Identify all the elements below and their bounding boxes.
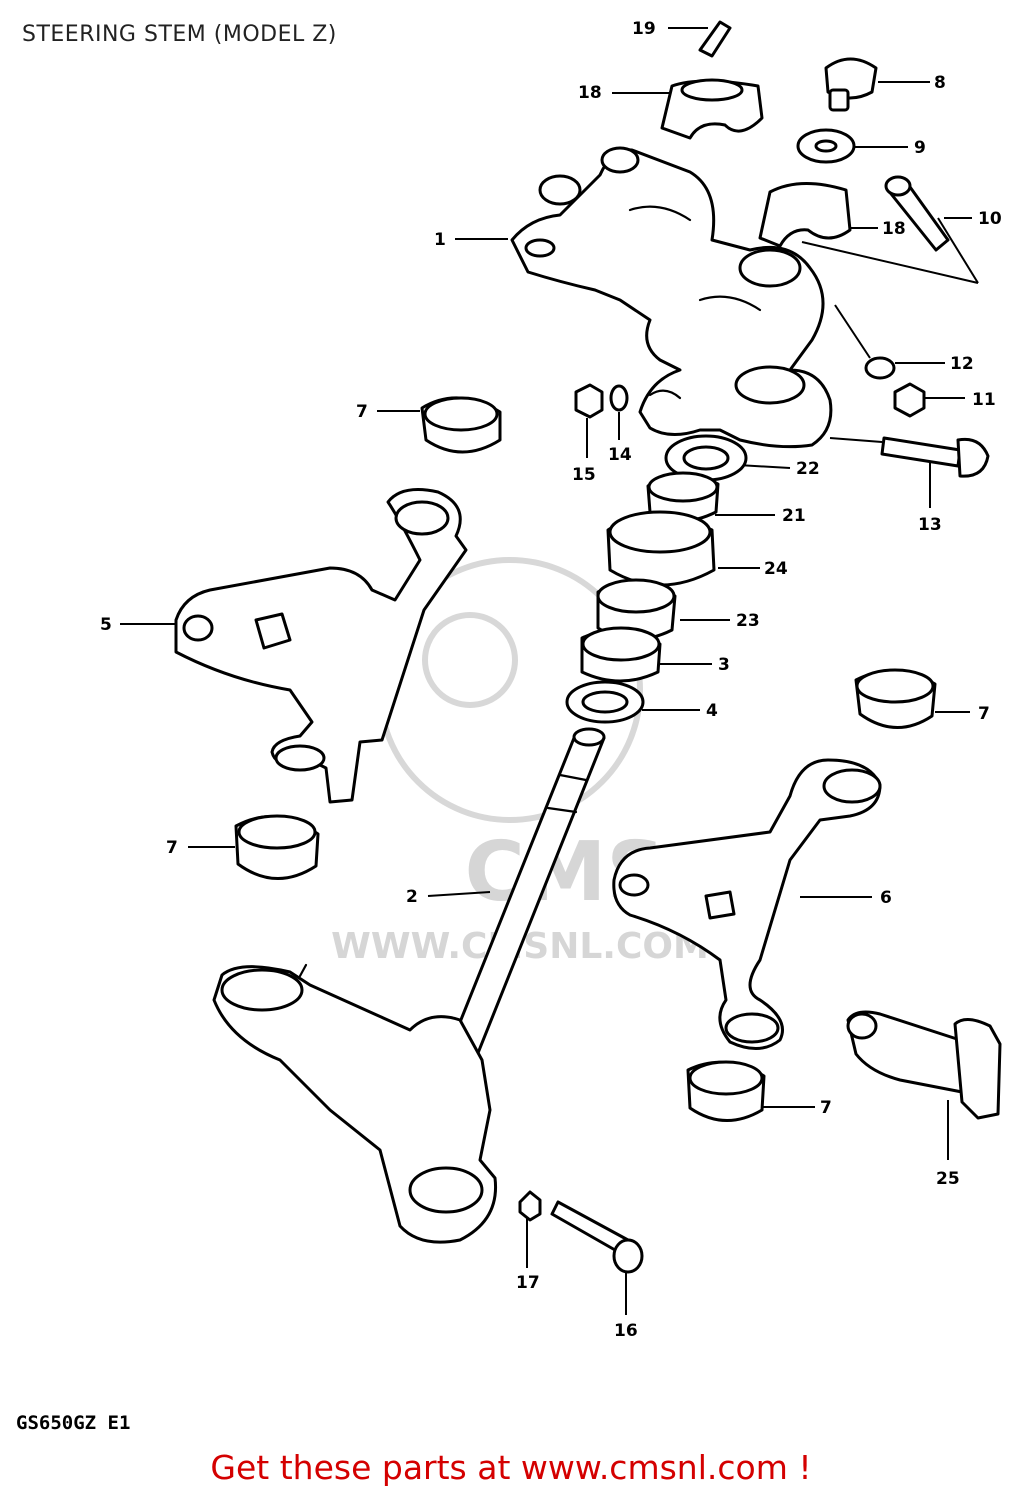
- callout-18-lower: 18: [882, 219, 906, 239]
- part-15-nut: [574, 383, 604, 419]
- part-10-bolt: [884, 175, 950, 252]
- callout-7-right: 7: [978, 704, 990, 724]
- part-4-washer: [565, 680, 645, 724]
- callout-23: 23: [736, 611, 760, 631]
- part-5-headlight-bracket-left: [174, 488, 468, 804]
- part-7-grommet-lower-right: [686, 1060, 766, 1122]
- footer-parts-link[interactable]: Get these parts at www.cmsnl.com !: [210, 1448, 812, 1487]
- callout-13: 13: [918, 515, 942, 535]
- callout-25: 25: [936, 1169, 960, 1189]
- part-25-steering-lock: [846, 1010, 1002, 1120]
- diagram-title: STEERING STEM (MODEL Z): [22, 22, 337, 47]
- leader-lines: [120, 27, 979, 1315]
- part-3-bearing-race: [580, 626, 662, 683]
- callout-7-left: 7: [166, 838, 178, 858]
- callout-21: 21: [782, 506, 806, 526]
- callout-16: 16: [614, 1321, 638, 1341]
- part-7-grommet-left: [234, 814, 320, 880]
- part-12-lock-washer: [864, 356, 896, 380]
- part-11-nut: [893, 382, 926, 418]
- callout-14: 14: [608, 445, 632, 465]
- callout-12: 12: [950, 354, 974, 374]
- callout-15: 15: [572, 465, 596, 485]
- part-24-dust-seal: [606, 510, 716, 587]
- callout-7-lower-right: 7: [820, 1098, 832, 1118]
- callout-4: 4: [706, 701, 718, 721]
- callout-8: 8: [934, 73, 946, 93]
- part-22-washer: [664, 434, 748, 482]
- part-2-steering-stem: [212, 727, 606, 1244]
- callout-17: 17: [516, 1273, 540, 1293]
- callout-22: 22: [796, 459, 820, 479]
- part-8-cap-bolt: [824, 57, 878, 112]
- part-7-grommet-upper-left: [420, 396, 502, 454]
- callout-1: 1: [434, 230, 446, 250]
- part-7-grommet-right: [854, 668, 937, 729]
- callout-24: 24: [764, 559, 788, 579]
- callout-2: 2: [406, 887, 418, 907]
- part-14-washer: [609, 384, 629, 412]
- callout-labels: 19 18 8 9 10 18 1 12 11 7 15 14 22 13 21…: [100, 19, 1002, 1341]
- part-9-washer: [796, 128, 856, 164]
- part-18-handlebar-holder-upper: [660, 78, 764, 140]
- callout-19: 19: [632, 19, 656, 39]
- callout-7-upper-left: 7: [356, 402, 368, 422]
- part-17-nut: [518, 1190, 542, 1222]
- part-23-bearing: [596, 578, 677, 641]
- callout-10: 10: [978, 209, 1002, 229]
- callout-3: 3: [718, 655, 730, 675]
- part-13-clamp-bolt: [880, 436, 990, 478]
- callout-5: 5: [100, 615, 112, 635]
- part-19-pin: [698, 20, 732, 58]
- callout-18-upper: 18: [578, 83, 602, 103]
- part-6-headlight-bracket-right: [612, 758, 882, 1050]
- part-16-bolt: [550, 1200, 644, 1274]
- part-1-upper-bracket: [510, 146, 833, 449]
- callout-11: 11: [972, 390, 996, 410]
- callout-6: 6: [880, 888, 892, 908]
- model-code: GS650GZ E1: [16, 1412, 131, 1434]
- callout-9: 9: [914, 138, 926, 158]
- part-18-handlebar-holder-lower: [758, 181, 852, 248]
